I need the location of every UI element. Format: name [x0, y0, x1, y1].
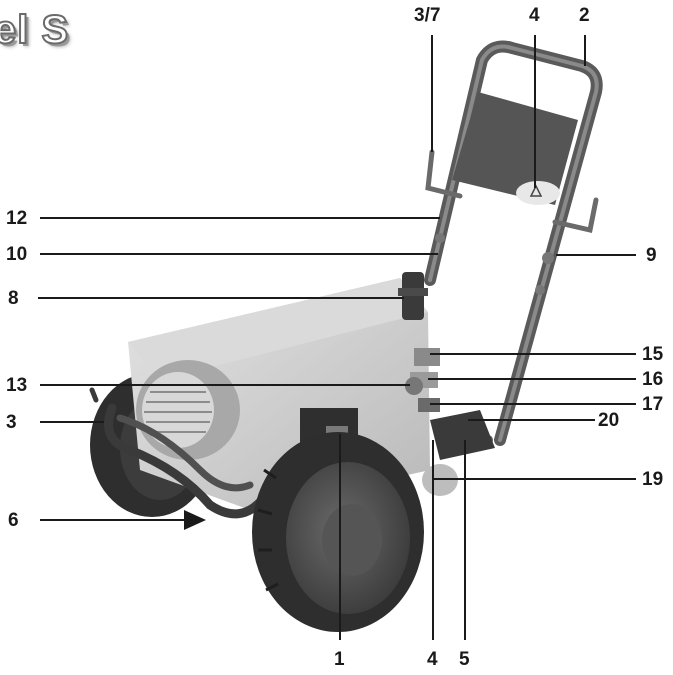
label-9: 9	[646, 245, 657, 266]
base-plate	[430, 410, 495, 460]
label-4-bottom: 4	[427, 649, 438, 670]
label-13: 13	[6, 375, 28, 396]
frame-bolt-right	[535, 285, 545, 295]
label-15: 15	[642, 344, 664, 365]
motor	[136, 360, 240, 460]
label-20: 20	[598, 410, 620, 431]
label-3-7: 3/7	[414, 5, 441, 26]
arrow-6-head	[184, 510, 206, 530]
label-4-top: 4	[529, 5, 540, 26]
hose-hook-right	[552, 197, 599, 234]
label-1: 1	[334, 649, 345, 670]
label-2: 2	[579, 5, 590, 26]
label-6: 6	[8, 510, 19, 531]
label-10: 10	[6, 244, 28, 265]
hose-bundle	[89, 387, 267, 519]
warning-sticker	[516, 181, 560, 205]
model-title-fragment: el S	[0, 7, 70, 53]
leader-lines	[38, 35, 636, 640]
label-17: 17	[642, 394, 664, 415]
frame-knob-left	[435, 233, 445, 243]
label-16: 16	[642, 369, 664, 390]
frame-knob-right	[542, 252, 554, 264]
pump-fittings	[405, 348, 440, 412]
hose-hook-left	[425, 149, 463, 199]
front-wheel	[252, 432, 424, 632]
label-8: 8	[8, 288, 19, 309]
label-3: 3	[6, 412, 17, 433]
pressure-regulator-knob	[398, 272, 428, 320]
label-12: 12	[6, 208, 28, 229]
handle-panel	[452, 92, 578, 205]
label-19: 19	[642, 469, 664, 490]
label-5: 5	[459, 649, 470, 670]
